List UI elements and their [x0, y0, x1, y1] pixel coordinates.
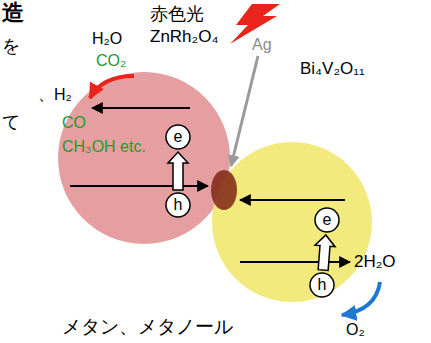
band-arrow [240, 199, 345, 201]
reactant-label: H₂O [92, 30, 122, 48]
product-label: CH₃OH etc. [62, 138, 146, 156]
carrier-symbol: e [323, 211, 332, 229]
oxidation-arrow [342, 282, 380, 315]
semiconductor-circle: ZnRh₂O₄eh [58, 72, 230, 244]
product-label: O₂ [346, 321, 365, 339]
material-name: Bi₄V₂O₁₁ [300, 60, 365, 79]
product-label: CO [62, 114, 86, 132]
hole-circle: h [309, 272, 335, 298]
band-arrow [70, 185, 208, 187]
band-arrow [92, 107, 190, 109]
text-fragment: メタン、メタノール [62, 316, 233, 338]
electron-circle: e [314, 207, 340, 233]
circle-outline [166, 193, 190, 217]
text-fragment: を [2, 36, 20, 57]
circle-outline [166, 125, 190, 149]
reduction-arrow [90, 76, 134, 98]
material-name: ZnRh₂O₄ [150, 28, 218, 47]
carrier-symbol: e [174, 128, 183, 146]
cocatalyst-label: Ag [252, 36, 272, 54]
carrier-symbol: h [318, 276, 327, 294]
semiconductor-circle: Bi₄V₂O₁₁eh [212, 142, 372, 302]
excitation-arrow [315, 235, 335, 270]
reactant-label: 2H₂O [354, 252, 396, 272]
light-label: 赤色光 [150, 4, 204, 25]
circle-outline [212, 142, 372, 302]
text-fragment: て [2, 112, 20, 133]
silver-junction [211, 170, 237, 210]
circle-outline [315, 208, 339, 232]
hole-circle: h [165, 192, 191, 218]
circle-outline [58, 72, 230, 244]
semiconductor-fill [58, 72, 230, 244]
carrier-symbol: h [174, 196, 183, 214]
excitation-arrow [168, 152, 188, 190]
circle-outline [213, 143, 371, 301]
heading-fragment: 造 [2, 0, 24, 25]
reactant-label: CO₂ [96, 52, 126, 70]
product-label: 、H₂ [38, 86, 72, 104]
circle-outline [59, 73, 229, 243]
band-arrow [240, 261, 350, 263]
circle-outline [310, 273, 334, 297]
semiconductor-fill [212, 142, 372, 302]
leader-line [231, 56, 258, 166]
electron-circle: e [165, 124, 191, 150]
